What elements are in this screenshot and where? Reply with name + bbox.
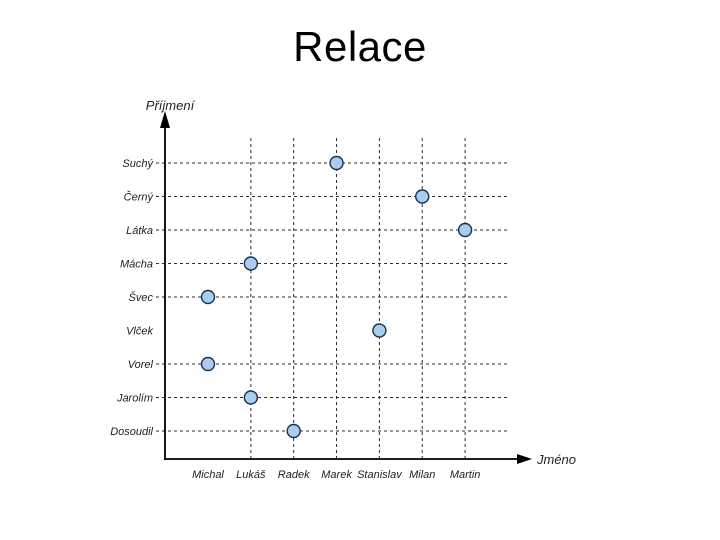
slide-title: Relace xyxy=(293,23,427,70)
y-tick-label: Vlček xyxy=(126,326,153,338)
x-tick-label: Milan xyxy=(409,469,435,481)
data-point xyxy=(457,222,473,238)
y-tick-label: Suchý xyxy=(122,158,154,170)
data-point xyxy=(243,390,259,405)
data-point xyxy=(200,289,216,305)
x-tick-label: Martin xyxy=(450,469,481,481)
data-point xyxy=(329,155,344,171)
y-tick-label: Jarolím xyxy=(116,393,153,405)
y-tick-label: Dosoudil xyxy=(110,426,153,438)
data-point xyxy=(200,356,216,372)
x-tick-label: Marek xyxy=(321,469,352,481)
data-point xyxy=(243,256,259,271)
y-tick-label: Vorel xyxy=(128,359,154,371)
x-axis-arrowhead xyxy=(517,454,532,464)
y-tick-label: Černý xyxy=(124,191,155,204)
data-point xyxy=(415,189,430,204)
y-axis-title: Příjmení xyxy=(146,98,196,113)
y-tick-label: Látka xyxy=(126,225,153,237)
data-point xyxy=(286,423,301,439)
x-tick-label: Radek xyxy=(278,469,310,481)
x-axis-title: Jméno xyxy=(536,452,576,467)
x-tick-label: Stanislav xyxy=(357,469,403,481)
y-axis-arrowhead xyxy=(160,111,170,128)
x-tick-label: Michal xyxy=(192,469,224,481)
y-tick-label: Mácha xyxy=(120,259,153,271)
y-tick-label: Švec xyxy=(129,291,154,304)
data-point xyxy=(372,323,387,338)
x-tick-label: Lukáš xyxy=(236,469,266,481)
